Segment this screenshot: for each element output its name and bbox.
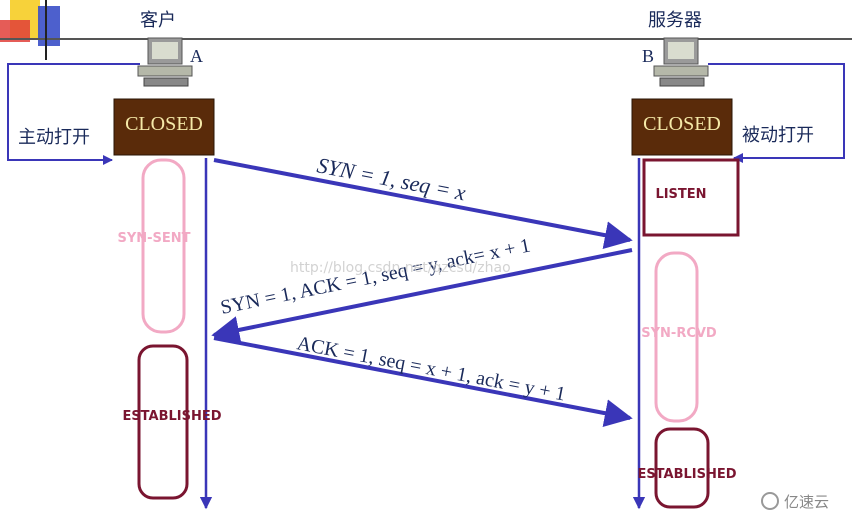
server-closed-label: CLOSED: [643, 113, 721, 135]
listen-label: LISTEN: [655, 187, 706, 202]
syn-sent-state-box: [141, 158, 186, 334]
syn-ack-message-label: SYN = 1, ACK = 1, seq = y, ack= x + 1: [219, 234, 533, 318]
client-established-label: ESTABLISHED: [122, 409, 221, 424]
ack-message-label: ACK = 1, seq = x + 1, ack = y + 1: [295, 332, 567, 405]
syn-ack-message-arrow: [211, 248, 633, 344]
syn-message-arrow: [213, 158, 633, 249]
syn-message-label: SYN = 1, seq = x: [315, 152, 468, 205]
server-node-letter: B: [642, 46, 654, 66]
brand-name: 亿速云: [784, 493, 829, 511]
active-open-loop-arrow: [7, 63, 140, 165]
corner-decoration: [0, 0, 852, 60]
computer-icon: [653, 37, 709, 87]
cloud-icon: [761, 492, 779, 510]
server-established-state-box: [654, 427, 710, 509]
server-title: 服务器: [648, 10, 702, 31]
client-established-state-box: [137, 344, 189, 500]
client-title: 客户: [140, 10, 176, 31]
syn-rcvd-state-box: [654, 251, 699, 423]
syn-sent-label: SYN-SENT: [117, 231, 190, 246]
client-closed-box: CLOSED: [113, 98, 215, 156]
syn-rcvd-label: SYN-RCVD: [641, 326, 717, 341]
watermark-text: http://blog.csdn.net/qzcsu/zhao: [290, 260, 511, 276]
client-node-letter: A: [190, 46, 203, 66]
active-open-label: 主动打开: [18, 127, 90, 148]
computer-icon: [137, 37, 193, 87]
brand-logo: 亿速云: [761, 492, 829, 511]
client-closed-label: CLOSED: [125, 113, 203, 135]
ack-message-arrow: [213, 336, 633, 427]
passive-open-loop-arrow: [708, 63, 845, 163]
server-closed-box: CLOSED: [631, 98, 733, 156]
listen-state-box: [642, 158, 740, 237]
passive-open-label: 被动打开: [742, 125, 814, 146]
server-established-label: ESTABLISHED: [637, 467, 736, 482]
